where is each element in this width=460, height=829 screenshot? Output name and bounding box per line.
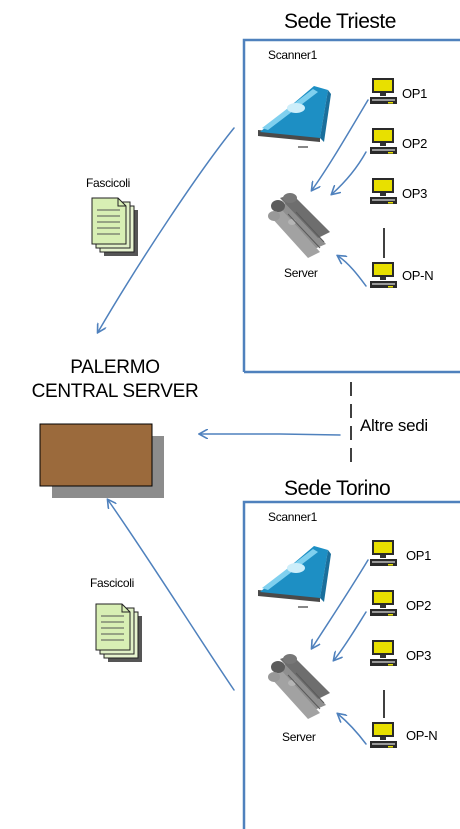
- op1-label-trieste: OP1: [402, 86, 428, 101]
- scanner-icon-trieste: [258, 86, 331, 148]
- computer-icon-op3-torino: [370, 640, 397, 666]
- documents-icon-torino: [95, 603, 143, 663]
- documents-icon-trieste: [91, 197, 139, 257]
- op1-label-torino: OP1: [406, 548, 432, 563]
- server-label-torino: Server: [282, 730, 316, 744]
- scanner-icon-torino: [258, 546, 331, 608]
- scanner-label-torino: Scanner1: [268, 510, 317, 524]
- other-sites-label: Altre sedi: [360, 416, 428, 435]
- arrow-op2-to-server-torino: [334, 611, 367, 660]
- computer-icon-op1-torino: [370, 540, 397, 566]
- central-server-box: [39, 423, 153, 487]
- arrow-others-to-central: [200, 434, 341, 435]
- arrow-opn-to-server-torino: [338, 714, 367, 745]
- op2-label-trieste: OP2: [402, 136, 428, 151]
- central-server-title: PALERMO CENTRAL SERVER: [0, 356, 230, 404]
- computer-icon-opn-trieste: [370, 262, 397, 288]
- server-cluster-icon-torino: [267, 653, 331, 720]
- site-border-trieste: [242, 38, 460, 372]
- fascicoli-label-torino: Fascicoli: [90, 576, 134, 590]
- computer-icon-op3-trieste: [370, 178, 397, 204]
- central-title-line1: PALERMO: [70, 357, 160, 378]
- op2-label-torino: OP2: [406, 598, 432, 613]
- site-border-torino: [242, 500, 460, 829]
- arrow-op1-to-server-trieste: [312, 99, 369, 190]
- scanner-label-trieste: Scanner1: [268, 48, 317, 62]
- server-label-trieste: Server: [284, 266, 318, 280]
- server-cluster-icon-trieste: [267, 192, 331, 259]
- op3-label-torino: OP3: [406, 648, 432, 663]
- site-title-trieste: Sede Trieste: [284, 10, 396, 33]
- computer-icon-op2-torino: [370, 590, 397, 616]
- computer-icon-opn-torino: [370, 722, 397, 748]
- computer-icon-op1-trieste: [370, 78, 397, 104]
- arrow-opn-to-server-trieste: [338, 256, 367, 287]
- arrow-torino-to-central: [108, 500, 235, 691]
- arrow-op1-to-server-torino: [312, 559, 369, 648]
- central-title-line2: CENTRAL SERVER: [31, 381, 199, 402]
- fascicoli-label-trieste: Fascicoli: [86, 176, 130, 190]
- arrow-op2-to-server-trieste: [332, 151, 367, 194]
- opn-label-torino: OP-N: [406, 728, 438, 743]
- arrow-trieste-to-central: [98, 127, 235, 332]
- opn-label-trieste: OP-N: [402, 268, 434, 283]
- op3-label-trieste: OP3: [402, 186, 428, 201]
- computer-icon-op2-trieste: [370, 128, 397, 154]
- site-title-torino: Sede Torino: [284, 477, 391, 500]
